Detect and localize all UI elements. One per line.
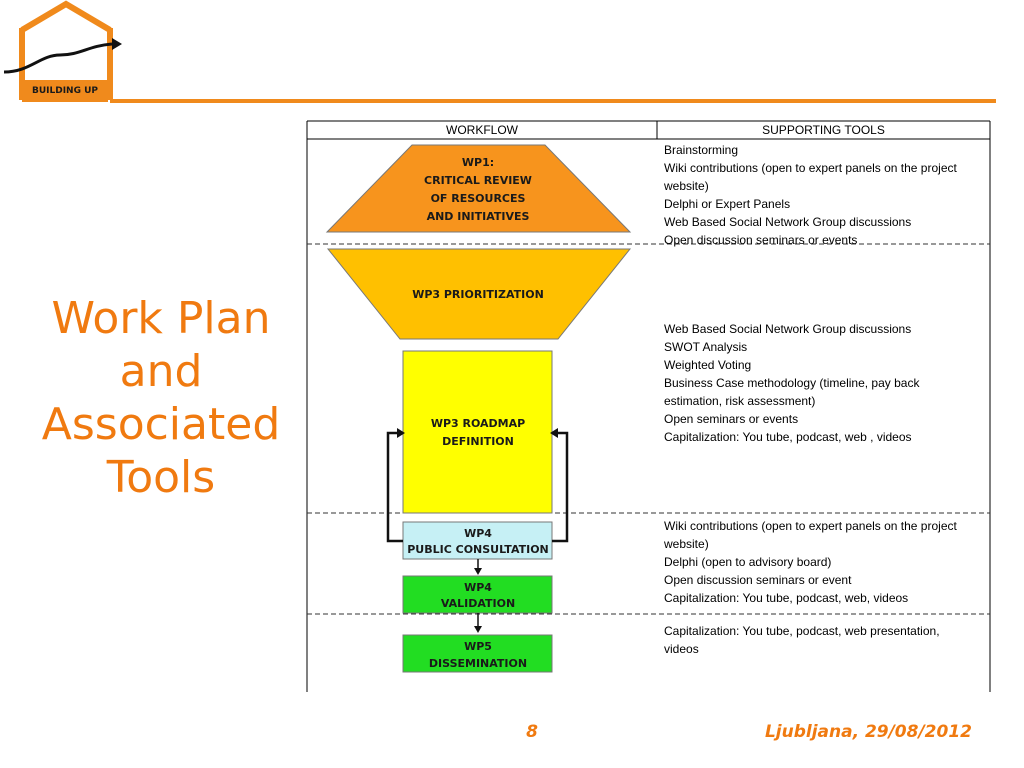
wp1-label: CRITICAL REVIEW bbox=[424, 174, 532, 187]
footer-location-date: Ljubljana, 29/08/2012 bbox=[764, 722, 972, 742]
tool-item: Open discussion seminars or event bbox=[664, 573, 852, 587]
tool-item: estimation, risk assessment) bbox=[664, 394, 816, 408]
building-up-logo: BUILDING UP bbox=[0, 0, 130, 110]
title-line: Work Plan bbox=[51, 293, 271, 344]
tool-item: Capitalization: You tube, podcast, web p… bbox=[664, 624, 940, 638]
arrow-down-icon bbox=[474, 559, 482, 575]
title-line: Tools bbox=[106, 452, 216, 503]
page-number: 8 bbox=[526, 722, 538, 742]
logo-text: BUILDING UP bbox=[22, 80, 108, 102]
tools-row-2: Web Based Social Network Group discussio… bbox=[664, 320, 986, 446]
wp3-prioritization-label: WP3 PRIORITIZATION bbox=[412, 288, 544, 301]
wp3-prioritization-shape bbox=[326, 248, 632, 340]
wp5-dissemination-label: DISSEMINATION bbox=[429, 657, 527, 670]
wp1-shape bbox=[325, 144, 632, 233]
wp1-label: WP1: bbox=[462, 156, 494, 169]
arrow-down-icon bbox=[474, 613, 482, 633]
tool-item: Brainstorming bbox=[664, 143, 739, 157]
tool-item: Capitalization: You tube, podcast, web, … bbox=[664, 591, 909, 605]
tool-item: Wiki contributions (open to expert panel… bbox=[664, 519, 957, 533]
feedback-loop-left-arrow bbox=[386, 428, 405, 543]
tool-item: website) bbox=[664, 537, 709, 551]
slide-title: Work Plan and Associated Tools bbox=[30, 292, 292, 504]
tool-item: Weighted Voting bbox=[664, 358, 752, 372]
wp4-consultation-label: WP4 bbox=[464, 527, 492, 540]
tool-item: Open discussion seminars or events bbox=[664, 233, 858, 247]
tool-item: Capitalization: You tube, podcast, web ,… bbox=[664, 430, 912, 444]
tools-row-4: Capitalization: You tube, podcast, web p… bbox=[664, 622, 986, 658]
feedback-loop-right-arrow bbox=[550, 428, 569, 543]
tools-row-1: Brainstorming Wiki contributions (open t… bbox=[664, 141, 986, 249]
wp4-validation-box bbox=[402, 575, 553, 614]
tool-item: videos bbox=[664, 642, 699, 656]
wp4-validation-label: VALIDATION bbox=[441, 597, 515, 610]
header-supporting-tools: SUPPORTING TOOLS bbox=[762, 123, 885, 137]
tool-item: Business Case methodology (timeline, pay… bbox=[664, 376, 920, 390]
wp3-roadmap-label: WP3 ROADMAP bbox=[431, 417, 525, 430]
wp4-consultation-label: PUBLIC CONSULTATION bbox=[407, 543, 549, 556]
tool-item: Delphi or Expert Panels bbox=[664, 197, 791, 211]
tool-item: Web Based Social Network Group discussio… bbox=[664, 215, 912, 229]
wp1-label: AND INITIATIVES bbox=[427, 210, 530, 223]
tool-item: Delphi (open to advisory board) bbox=[664, 555, 832, 569]
wp4-validation-label: WP4 bbox=[464, 581, 492, 594]
wp5-dissemination-box bbox=[402, 634, 553, 673]
wp3-roadmap-label: DEFINITION bbox=[442, 435, 514, 448]
tool-item: Open seminars or events bbox=[664, 412, 799, 426]
tools-row-3: Wiki contributions (open to expert panel… bbox=[664, 517, 986, 607]
title-line: Associated bbox=[41, 399, 281, 450]
header-rule bbox=[110, 99, 996, 103]
wp1-label: OF RESOURCES bbox=[431, 192, 526, 205]
tool-item: Web Based Social Network Group discussio… bbox=[664, 322, 912, 336]
wp5-dissemination-label: WP5 bbox=[464, 640, 492, 653]
header-workflow: WORKFLOW bbox=[446, 123, 518, 137]
tool-item: website) bbox=[664, 179, 709, 193]
wp3-roadmap-box bbox=[402, 350, 553, 514]
tool-item: SWOT Analysis bbox=[664, 340, 748, 354]
title-line: and bbox=[119, 346, 203, 397]
wp4-consultation-box bbox=[402, 521, 553, 560]
tool-item: Wiki contributions (open to expert panel… bbox=[664, 161, 957, 175]
